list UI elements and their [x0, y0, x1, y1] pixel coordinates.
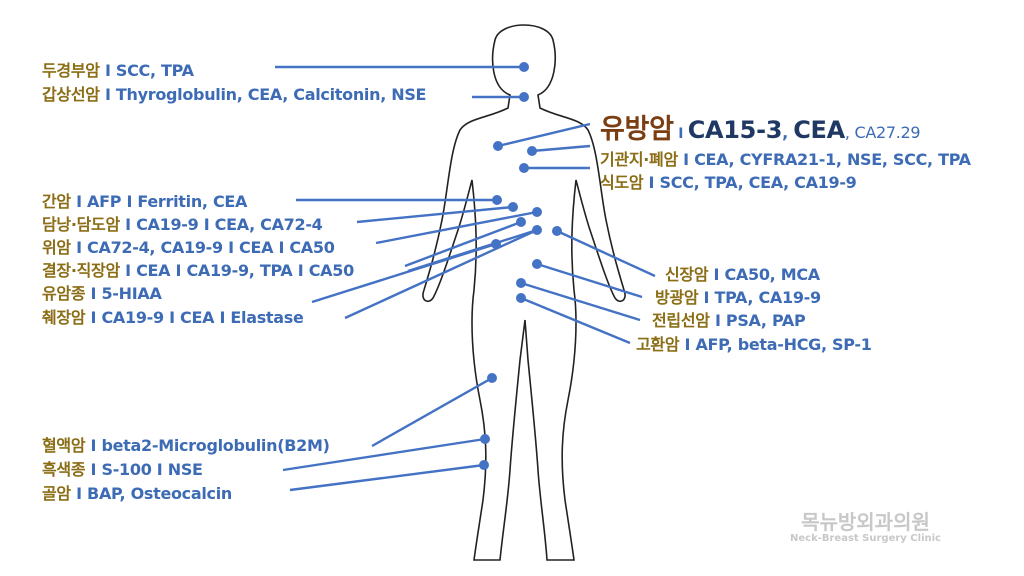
logo-english: Neck-Breast Surgery Clinic: [790, 533, 941, 544]
label-bladder: 방광암 I TPA, CA19-9: [655, 288, 821, 307]
label-kidney: 신장암 I CA50, MCA: [665, 265, 820, 284]
label-testis: 고환암 I AFP, beta-HCG, SP-1: [636, 335, 872, 354]
organ-dots: [479, 62, 562, 470]
label-pancreas: 췌장암 I CA19-9 I CEA I Elastase: [42, 308, 304, 327]
clinic-logo: 목뉴방외과의원 Neck-Breast Surgery Clinic: [790, 506, 941, 544]
label-thyroid: 갑상선암 I Thyroglobulin, CEA, Calcitonin, N…: [42, 85, 427, 104]
label-melanoma: 흑색종 I S-100 I NSE: [42, 460, 203, 479]
label-blood: 혈액암 I beta2-Microglobulin(B2M): [42, 436, 330, 455]
label-head-neck: 두경부암 I SCC, TPA: [42, 61, 194, 80]
label-gallbladder: 담낭·담도암 I CA19-9 I CEA, CA72-4: [42, 215, 323, 234]
leader-lines: [275, 65, 656, 492]
logo-korean: 목뉴방외과의원: [801, 510, 930, 534]
label-stomach: 위암 I CA72-4, CA19-9 I CEA I CA50: [42, 238, 335, 257]
label-prostate: 전립선암 I PSA, PAP: [652, 311, 806, 330]
label-colorectal: 결장·직장암 I CEA I CA19-9, TPA I CA50: [42, 261, 354, 280]
label-carcinoid: 유암종 I 5-HIAA: [42, 284, 162, 303]
label-breast: 유방암 I CA15-3, CEA, CA27.29: [600, 114, 921, 145]
label-bone: 골암 I BAP, Osteocalcin: [42, 484, 233, 503]
label-esophagus: 식도암 I SCC, TPA, CEA, CA19-9: [600, 173, 857, 192]
label-lung: 기관지·폐암 I CEA, CYFRA21-1, NSE, SCC, TPA: [600, 150, 971, 169]
body-outline: [422, 24, 626, 561]
label-liver: 간암 I AFP I Ferritin, CEA: [42, 192, 248, 211]
